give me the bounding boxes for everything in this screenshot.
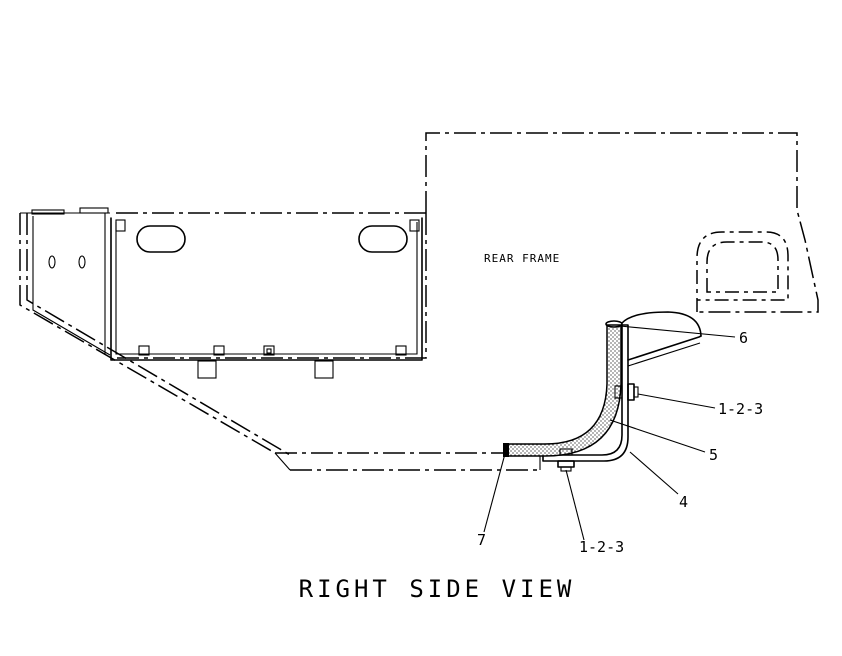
rear-frame-label: REAR FRAME xyxy=(484,252,560,265)
rear-frame-outline xyxy=(113,132,819,359)
frame-channel xyxy=(19,207,291,456)
hose-part-5 xyxy=(503,320,623,457)
mounting-plate xyxy=(110,217,423,379)
bolt-assembly-upper xyxy=(614,383,639,401)
clamp-part-6 xyxy=(621,311,702,367)
bolt-assembly-lower xyxy=(557,448,575,472)
part-5-label: 5 xyxy=(709,446,718,464)
bracket-part-4 xyxy=(542,324,629,462)
skid-plate xyxy=(274,452,541,471)
part-7-label: 7 xyxy=(477,531,486,549)
view-title: RIGHT SIDE VIEW xyxy=(299,575,576,603)
part-1-2-3-label-lower: 1-2-3 xyxy=(579,538,624,556)
part-6-label: 6 xyxy=(739,329,748,347)
leader-lines xyxy=(483,325,736,541)
part-1-2-3-label-upper: 1-2-3 xyxy=(718,400,763,418)
part-4-label: 4 xyxy=(679,493,688,511)
